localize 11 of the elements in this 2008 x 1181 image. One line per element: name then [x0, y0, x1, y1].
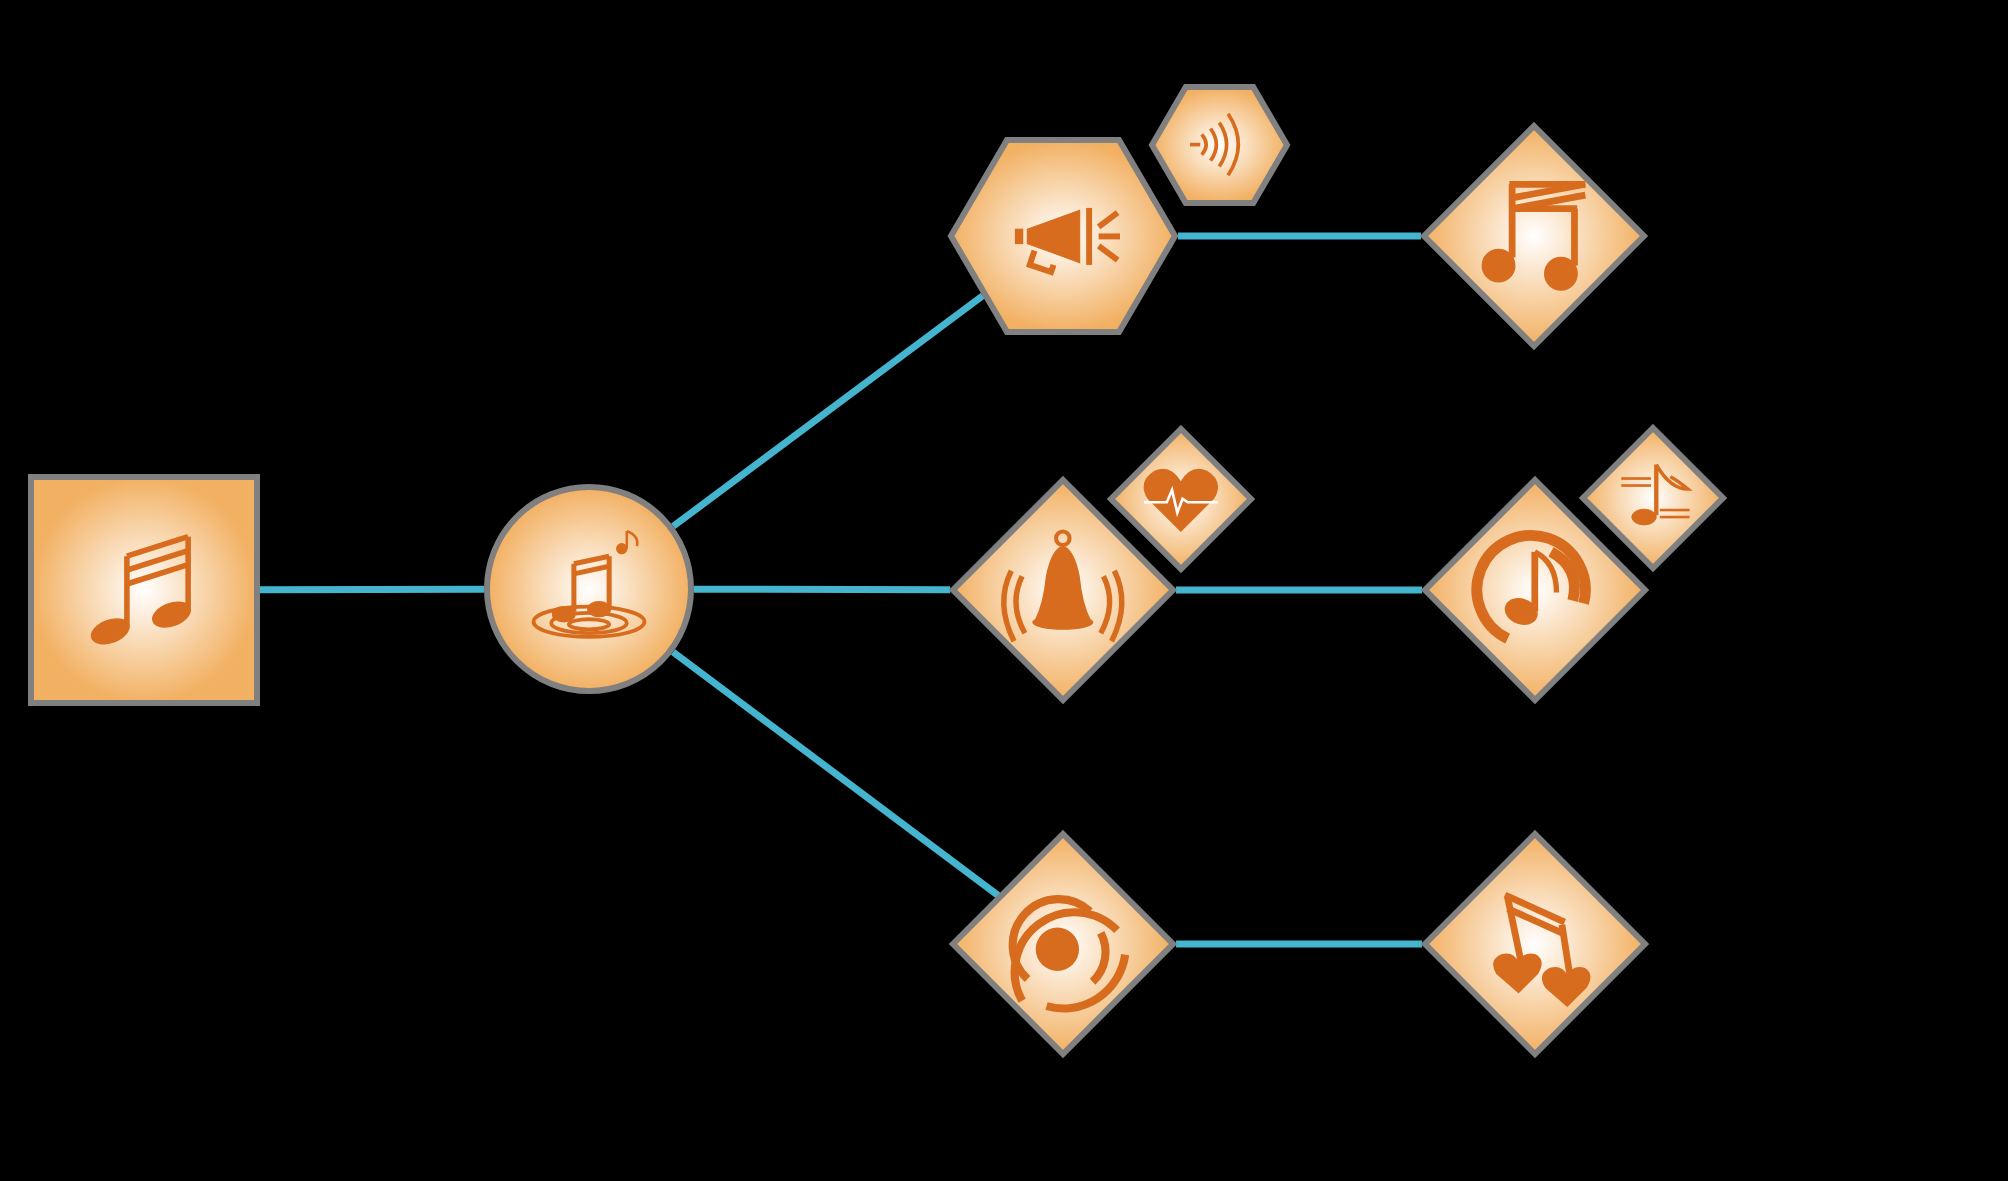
diamond-node	[1108, 426, 1254, 572]
diamond-node	[1421, 123, 1647, 349]
circle-node	[484, 484, 694, 694]
hexagon-node	[948, 137, 1178, 335]
connector-line	[671, 292, 985, 530]
hexagon-node	[1148, 84, 1290, 206]
diamond-node	[950, 831, 1176, 1057]
square-node	[28, 474, 260, 706]
diamond-node	[1422, 831, 1648, 1057]
connector-line	[670, 649, 1001, 899]
diamond-node	[1580, 425, 1726, 571]
